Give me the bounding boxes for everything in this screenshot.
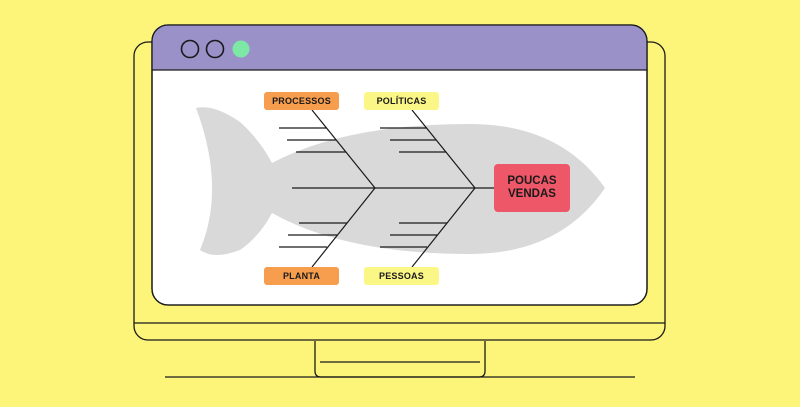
category-label-politicas: POLÍTICAS [364,92,439,110]
sub-bones-processos [279,127,346,153]
minimize-circle-icon[interactable] [205,39,225,59]
bone-politicas [411,109,476,189]
bone-planta [311,187,376,268]
sub-bones-pessoas [380,222,447,248]
category-label-pessoas: PESSOAS [364,267,439,285]
close-circle-icon[interactable] [180,39,200,59]
category-label-processos: PROCESSOS [264,92,339,110]
sub-bones-planta [279,222,347,248]
fish-body [196,107,605,255]
monitor-stand [314,341,486,378]
effect-box: POUCAS VENDAS [494,164,570,212]
sub-bones-politicas [380,127,446,153]
category-label-planta: PLANTA [264,267,339,285]
maximize-circle-icon[interactable] [232,40,250,58]
browser-title-bar [152,25,647,70]
bone-processos [311,109,376,189]
bone-pessoas [411,187,476,268]
